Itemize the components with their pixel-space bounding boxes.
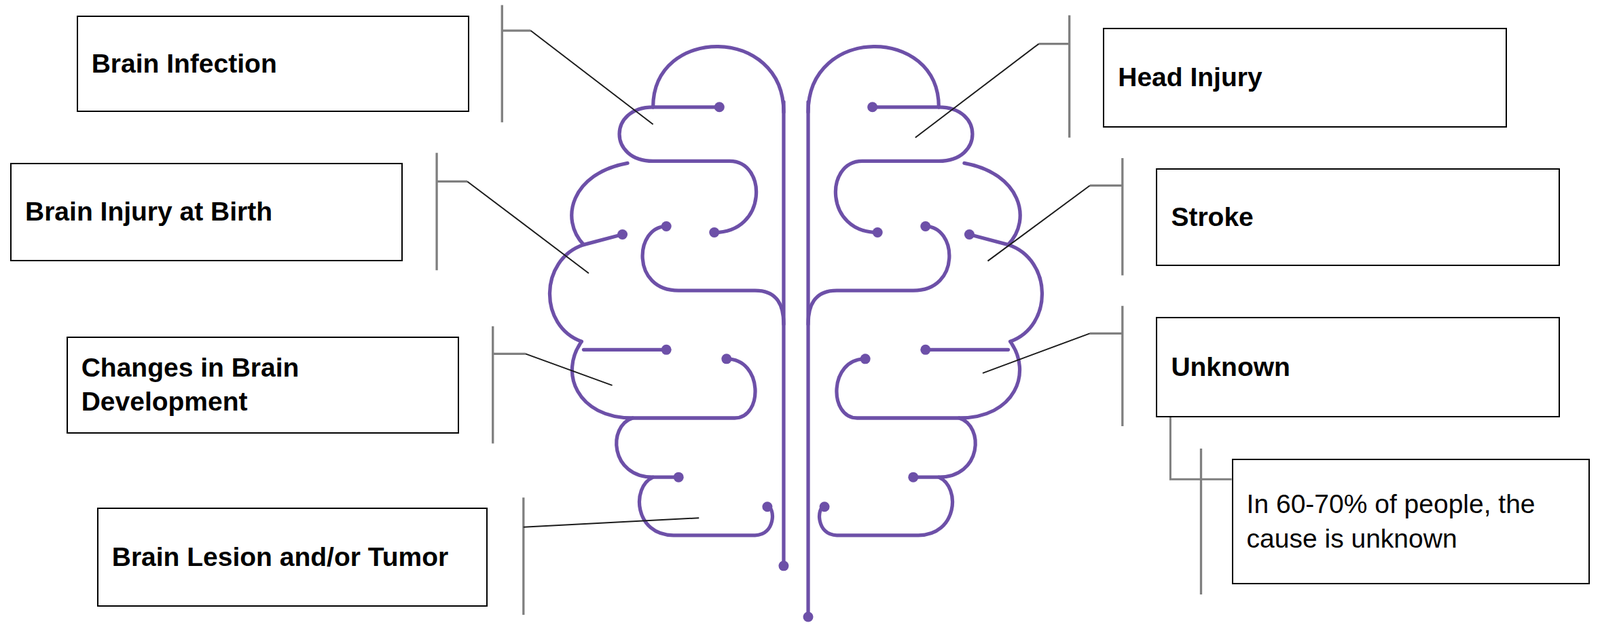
fold-dot — [920, 221, 931, 232]
leader-line — [987, 185, 1090, 261]
fold-dot — [673, 472, 684, 483]
brain-fold — [653, 105, 720, 109]
brain-fold — [619, 107, 757, 233]
cause-label: Unknown — [1170, 350, 1545, 386]
cause-label: Brain Infection — [91, 46, 455, 82]
brain-fold — [808, 46, 939, 113]
midline-dot — [803, 611, 814, 623]
cause-box: Stroke — [1155, 168, 1560, 267]
brain-outline — [549, 46, 1042, 623]
brain-fold — [969, 234, 1008, 246]
cause-box: Brain Lesion and/or Tumor — [97, 507, 488, 608]
brain-fold — [583, 234, 623, 246]
brain-hemisphere — [549, 46, 784, 536]
note-text: In 60-70% of people, the cause is unknow… — [1246, 487, 1575, 557]
brain-fold — [616, 418, 679, 478]
leader-line — [523, 518, 699, 528]
brain-fold — [913, 418, 976, 478]
cause-box: Brain Infection — [76, 15, 470, 113]
brain-midline — [806, 101, 810, 618]
cause-box: Brain Injury at Birth — [10, 162, 403, 261]
bracket-bar — [1089, 158, 1123, 276]
fold-dot — [714, 101, 725, 113]
bracket-bar — [1089, 306, 1123, 427]
cause-box: Head Injury — [1102, 27, 1507, 128]
note-box: In 60-70% of people, the cause is unknow… — [1231, 459, 1590, 585]
bracket-bar — [522, 497, 525, 616]
brain-fold — [872, 105, 940, 109]
bracket-bar — [1039, 15, 1070, 138]
fold-dot — [860, 353, 871, 365]
fold-dot — [721, 353, 732, 365]
leader-line — [915, 44, 1040, 138]
brain-fold — [819, 477, 953, 536]
brain-fold — [642, 226, 784, 325]
fold-dot — [867, 101, 878, 113]
cause-box: Changes in Brain Development — [66, 336, 460, 434]
brain-midline — [781, 101, 786, 567]
fold-dot — [661, 221, 672, 232]
cause-label: Changes in Brain Development — [81, 351, 445, 420]
leader-line — [982, 333, 1090, 374]
brain-hemisphere — [808, 46, 1042, 536]
fold-dot — [617, 229, 628, 240]
bracket-bar — [436, 152, 468, 271]
brain-fold — [925, 348, 1009, 352]
brain-fold — [808, 226, 950, 325]
fold-dot — [907, 472, 919, 483]
fold-dot — [708, 227, 720, 238]
leader-line — [530, 30, 653, 125]
bracket-bar — [501, 5, 531, 123]
bracket-connector — [1170, 417, 1232, 481]
fold-dot — [617, 101, 773, 513]
fold-dot — [964, 229, 975, 240]
brain-fold — [583, 348, 667, 352]
brain-fold — [835, 107, 973, 233]
cause-label: Brain Injury at Birth — [25, 194, 388, 230]
cause-label: Stroke — [1170, 200, 1545, 235]
leader-lines — [467, 30, 1090, 528]
bracket-bar — [493, 326, 526, 445]
midline-dot — [778, 560, 789, 572]
callout-brackets — [436, 5, 1201, 616]
leader-line — [467, 181, 589, 274]
fold-dot — [872, 227, 883, 238]
fold-dot — [920, 344, 931, 356]
leader-line — [525, 353, 613, 386]
fold-dot — [661, 344, 672, 356]
brain-fold — [639, 477, 773, 536]
bracket-bar — [1200, 448, 1203, 595]
fold-dot — [761, 501, 773, 513]
cause-label: Head Injury — [1117, 60, 1493, 96]
fold-dot — [819, 501, 830, 513]
fold-dot — [819, 101, 975, 513]
cause-label: Brain Lesion and/or Tumor — [112, 540, 473, 576]
cause-box: Unknown — [1155, 317, 1560, 417]
brain-fold — [653, 46, 784, 113]
